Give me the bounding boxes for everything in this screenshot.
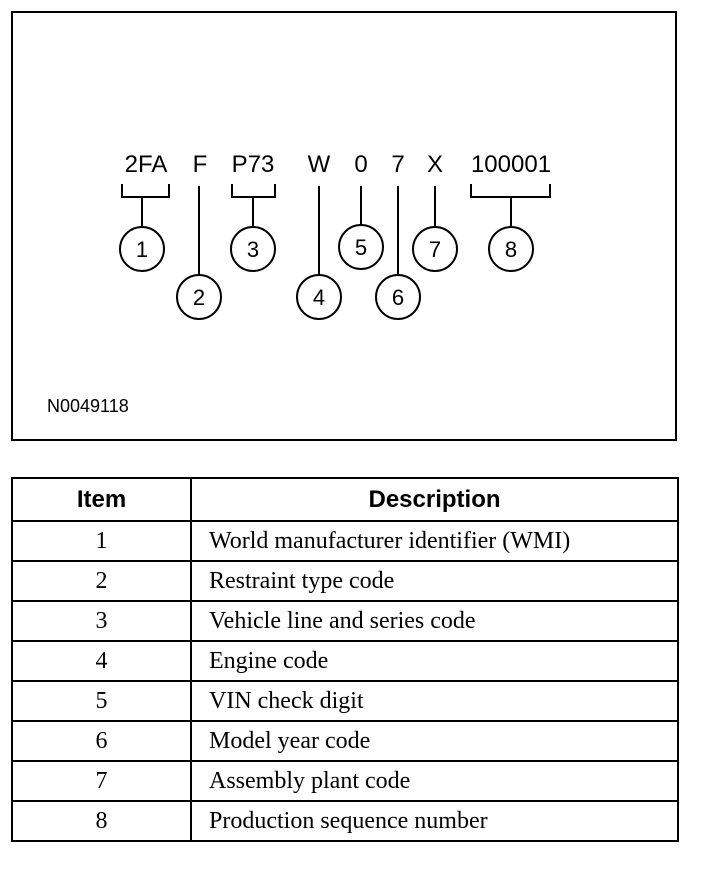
vin-diagram: 2FA F P73 W 0 7 X 100001 xyxy=(47,151,551,416)
item-cell: 3 xyxy=(11,600,192,642)
bracket-1 xyxy=(121,184,170,198)
vin-segment-3: P73 xyxy=(232,151,275,178)
callout-number-2: 2 xyxy=(193,285,205,310)
vin-segment-6: 7 xyxy=(391,151,404,178)
callout-number-4: 4 xyxy=(313,285,325,310)
bracket-8 xyxy=(470,184,551,198)
table-header-row: Item Description xyxy=(11,477,679,522)
table-row: 5 VIN check digit xyxy=(11,680,679,722)
vin-segment-1: 2FA xyxy=(125,151,168,178)
callout-number-1: 1 xyxy=(136,237,148,262)
legend-table: Item Description 1 World manufacturer id… xyxy=(11,477,679,842)
figure-id: N0049118 xyxy=(47,396,129,416)
vin-segment-2: F xyxy=(193,151,208,178)
vin-segment-8: 100001 xyxy=(471,151,551,178)
item-cell: 5 xyxy=(11,680,192,722)
table-row: 1 World manufacturer identifier (WMI) xyxy=(11,520,679,562)
callout-circle-7 xyxy=(412,226,458,272)
table-row: 3 Vehicle line and series code xyxy=(11,600,679,642)
bracket-3 xyxy=(231,184,276,198)
description-cell: Engine code xyxy=(190,640,679,682)
callout-circle-8 xyxy=(488,226,534,272)
vin-segment-7: X xyxy=(427,151,443,178)
item-cell: 6 xyxy=(11,720,192,762)
description-cell: Production sequence number xyxy=(190,800,679,842)
callout-circle-4 xyxy=(296,274,342,320)
item-cell: 1 xyxy=(11,520,192,562)
callout-number-3: 3 xyxy=(247,237,259,262)
item-cell: 7 xyxy=(11,760,192,802)
header-item: Item xyxy=(11,477,192,522)
description-cell: Assembly plant code xyxy=(190,760,679,802)
callout-circle-2 xyxy=(176,274,222,320)
callout-circle-3 xyxy=(230,226,276,272)
table-row: 7 Assembly plant code xyxy=(11,760,679,802)
description-cell: Restraint type code xyxy=(190,560,679,602)
diagram-panel xyxy=(11,11,677,441)
description-cell: Model year code xyxy=(190,720,679,762)
table-row: 8 Production sequence number xyxy=(11,800,679,842)
description-cell: Vehicle line and series code xyxy=(190,600,679,642)
callout-circle-6 xyxy=(375,274,421,320)
callout-circle-5 xyxy=(338,224,384,270)
callout-number-7: 7 xyxy=(429,237,441,262)
table-row: 4 Engine code xyxy=(11,640,679,682)
header-description: Description xyxy=(190,477,679,522)
vin-segment-4: W xyxy=(308,151,331,178)
item-cell: 8 xyxy=(11,800,192,842)
description-cell: VIN check digit xyxy=(190,680,679,722)
callout-circle-1 xyxy=(119,226,165,272)
item-cell: 4 xyxy=(11,640,192,682)
callout-number-6: 6 xyxy=(392,285,404,310)
table-row: 6 Model year code xyxy=(11,720,679,762)
leader-lines xyxy=(121,184,551,276)
callout-number-5: 5 xyxy=(355,235,367,260)
table-row: 2 Restraint type code xyxy=(11,560,679,602)
vin-segment-5: 0 xyxy=(354,151,367,178)
description-cell: World manufacturer identifier (WMI) xyxy=(190,520,679,562)
callout-number-8: 8 xyxy=(505,237,517,262)
item-cell: 2 xyxy=(11,560,192,602)
